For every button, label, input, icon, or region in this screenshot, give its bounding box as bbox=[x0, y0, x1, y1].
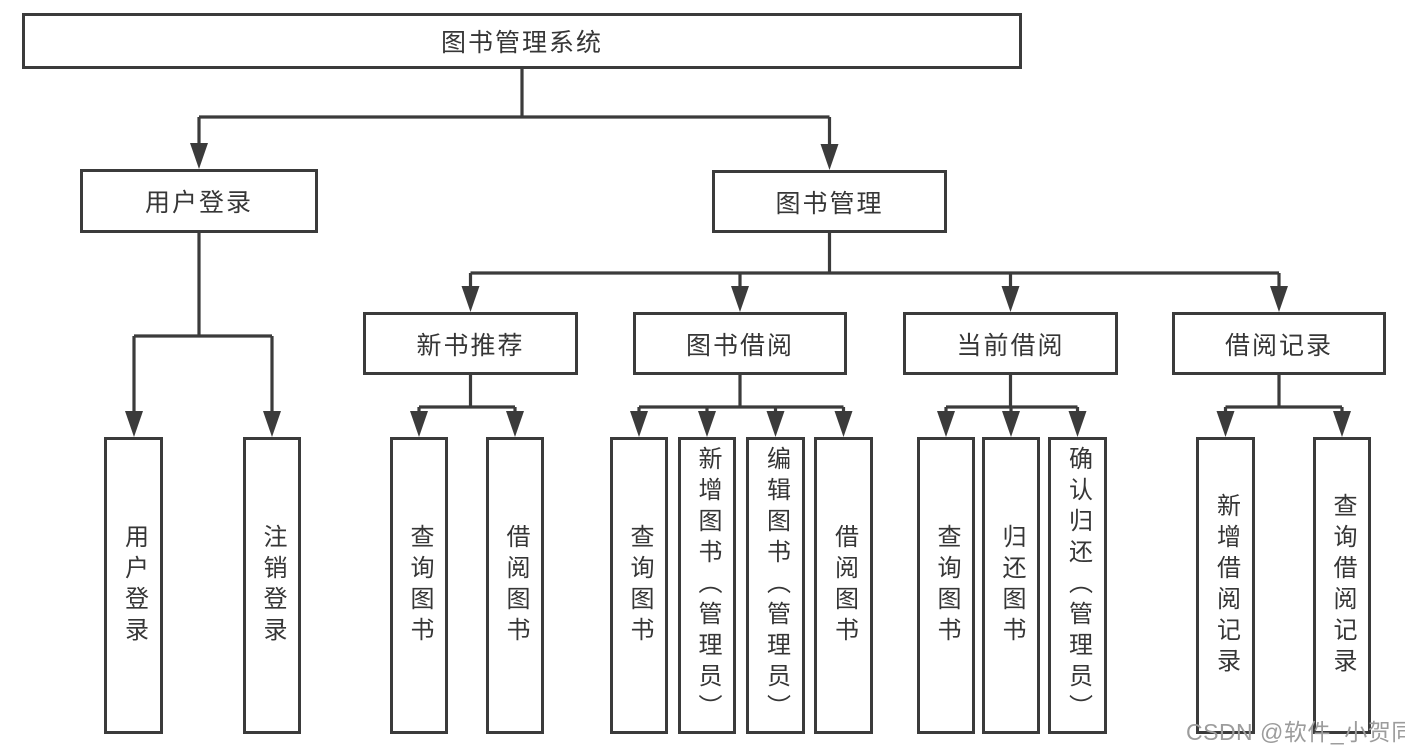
leaf-query-borrow-record: 查询借阅记录 bbox=[1313, 437, 1371, 734]
leaf-return-book: 归还图书 bbox=[982, 437, 1040, 734]
node-book-borrow: 图书借阅 bbox=[633, 312, 847, 375]
node-borrow-records: 借阅记录 bbox=[1172, 312, 1386, 375]
leaf-query-books-current: 查询图书 bbox=[917, 437, 975, 734]
connector-root-to-level2 bbox=[190, 69, 839, 170]
node-current-borrow: 当前借阅 bbox=[903, 312, 1118, 375]
leaf-query-books-borrow: 查询图书 bbox=[610, 437, 668, 734]
connector-new-book-recommend-children bbox=[410, 375, 524, 437]
node-library-system: 图书管理系统 bbox=[22, 13, 1022, 69]
leaf-logout: 注销登录 bbox=[243, 437, 301, 734]
leaf-add-book-admin: 新增图书（管理员） bbox=[678, 437, 736, 734]
connector-current-borrow-children bbox=[937, 375, 1087, 437]
leaf-confirm-return-admin: 确认归还（管理员） bbox=[1048, 437, 1107, 734]
connector-user-login-children bbox=[125, 233, 281, 437]
leaf-user-login: 用户登录 bbox=[104, 437, 163, 734]
node-book-management: 图书管理 bbox=[712, 170, 947, 233]
leaf-edit-book-admin: 编辑图书（管理员） bbox=[746, 437, 805, 734]
connector-book-management-children bbox=[461, 233, 1288, 312]
node-user-login: 用户登录 bbox=[80, 169, 318, 233]
leaf-query-books-recommend: 查询图书 bbox=[390, 437, 448, 734]
csdn-watermark: CSDN @软件_小贺同学 bbox=[1186, 719, 1405, 745]
leaf-add-borrow-record: 新增借阅记录 bbox=[1196, 437, 1255, 734]
connector-book-borrow-children bbox=[630, 375, 853, 437]
node-new-book-recommend: 新书推荐 bbox=[363, 312, 578, 375]
connector-borrow-records-children bbox=[1216, 375, 1351, 437]
leaf-borrow-books: 借阅图书 bbox=[814, 437, 873, 734]
leaf-borrow-books-recommend: 借阅图书 bbox=[486, 437, 544, 734]
